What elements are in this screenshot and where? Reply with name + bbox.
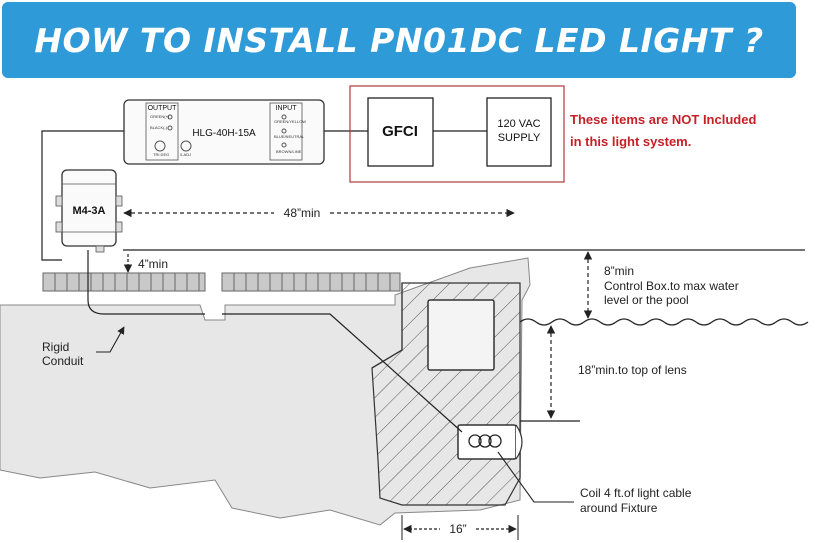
driver-small-label: TRI DEG bbox=[153, 152, 169, 157]
dim-8-label-2: Control Box.to max water bbox=[604, 279, 739, 293]
driver-output-label: OUTPUT bbox=[148, 105, 178, 112]
indicator-icon bbox=[281, 128, 287, 134]
driver-small-label: BLUE/NEUTRAL bbox=[274, 134, 305, 139]
driver-small-label: GREEN/YELLOW bbox=[274, 119, 306, 124]
coping-left bbox=[42, 272, 206, 292]
control-box bbox=[55, 169, 123, 253]
dim-16-label: 16” bbox=[449, 522, 466, 536]
water-surface bbox=[519, 318, 809, 326]
adjust-knob-icon bbox=[154, 140, 166, 152]
indicator-icon bbox=[167, 125, 173, 131]
conduit-leader bbox=[96, 326, 125, 353]
led-driver: OUTPUT INPUT HLG-40H-15A GREEN(+) BLACK(… bbox=[123, 99, 325, 165]
page-title: HOW TO INSTALL PN01DC LED LIGHT ? bbox=[34, 20, 764, 60]
conduit-label-1: Rigid bbox=[42, 340, 69, 354]
gfci-label: GFCI bbox=[382, 123, 418, 140]
dim-8-label-1: 8”min bbox=[604, 264, 634, 278]
supply-box bbox=[486, 97, 552, 167]
cable-coil-loop bbox=[478, 434, 492, 448]
adjust-knob-icon bbox=[180, 140, 192, 152]
notice-line-1: These items are NOT Included bbox=[570, 112, 756, 127]
dim-4-label: 4”min bbox=[138, 257, 168, 271]
dim-18-label: 18”min.to top of lens bbox=[578, 363, 687, 377]
not-included-frame bbox=[349, 85, 565, 183]
coil-leader bbox=[497, 451, 574, 503]
indicator-icon bbox=[281, 114, 287, 120]
driver-to-box-wire bbox=[41, 130, 140, 261]
light-fixture bbox=[457, 424, 517, 460]
supply-line-1: 120 VAC bbox=[497, 118, 540, 130]
driver-small-label: BROWN/LINE bbox=[276, 149, 302, 154]
cable-coil-loop bbox=[488, 434, 502, 448]
driver-small-label: GREEN(+) bbox=[150, 114, 170, 119]
indicator-icon bbox=[281, 142, 287, 148]
notice-line-2: in this light system. bbox=[570, 134, 691, 149]
title-banner: HOW TO INSTALL PN01DC LED LIGHT ? bbox=[2, 2, 796, 78]
control-box-label: M4-3A bbox=[72, 205, 105, 217]
driver-small-label: 0-ADJ bbox=[180, 152, 191, 157]
driver-model: HLG-40H-15A bbox=[192, 128, 256, 139]
conduit-label-2: Conduit bbox=[42, 354, 84, 368]
dim-8-label-3: level or the pool bbox=[604, 293, 689, 307]
driver-small-label: BLACK(-) bbox=[150, 125, 168, 130]
supply-line-2: SUPPLY bbox=[498, 132, 541, 144]
indicator-icon bbox=[167, 114, 173, 120]
cable-coil-loop bbox=[468, 434, 482, 448]
fixture-lens bbox=[515, 424, 523, 460]
conduit bbox=[87, 250, 463, 433]
coil-label-1: Coil 4 ft.of light cable bbox=[580, 486, 692, 500]
pool-wall-edge bbox=[371, 283, 403, 369]
coping-right bbox=[221, 272, 401, 292]
driver-input-label: INPUT bbox=[276, 105, 298, 112]
coil-label-2: around Fixture bbox=[580, 501, 658, 515]
dim-48-label: 48”min bbox=[284, 206, 321, 220]
light-niche bbox=[427, 299, 495, 371]
gfci-box bbox=[367, 97, 434, 167]
